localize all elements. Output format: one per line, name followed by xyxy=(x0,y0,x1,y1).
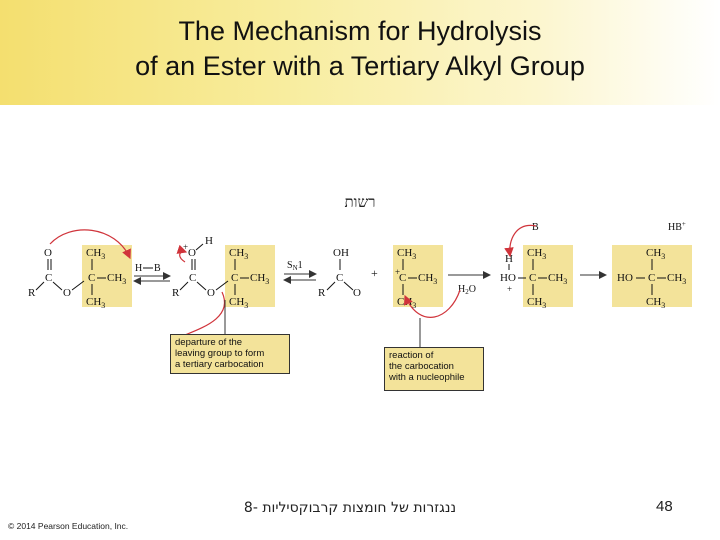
curved-arrow-1 xyxy=(49,229,131,260)
molecule-alcohol: CH3 HO C CH3 CH3 xyxy=(617,247,686,310)
svg-text:H: H xyxy=(135,263,142,274)
svg-text:CH3: CH3 xyxy=(646,296,665,310)
svg-text:C: C xyxy=(45,272,52,284)
callout-departure: departure of the leaving group to form a… xyxy=(170,334,290,374)
svg-text:R: R xyxy=(318,287,326,299)
svg-text:H2O: H2O xyxy=(458,284,476,296)
highlight-box-3 xyxy=(393,245,443,307)
svg-text:CH3: CH3 xyxy=(229,296,248,310)
svg-text:CH3: CH3 xyxy=(418,272,437,286)
svg-text:CH3: CH3 xyxy=(229,247,248,261)
svg-text:O: O xyxy=(353,287,361,299)
svg-text:O: O xyxy=(63,287,71,299)
svg-text:OH: OH xyxy=(333,247,349,259)
callout-departure-line-2: leaving group to form xyxy=(175,348,265,359)
hebrew-note: רשות xyxy=(344,193,376,211)
molecule-ester: O C R O CH3 C CH3 CH3 xyxy=(28,247,126,310)
svg-text:B: B xyxy=(154,263,161,274)
svg-text:HO: HO xyxy=(617,272,633,284)
sn1-arrow: SN1 xyxy=(283,260,317,284)
molecule-protonated: H O + C R O CH3 C CH3 CH3 xyxy=(172,235,269,310)
equilibrium-arrow-1 xyxy=(133,272,171,285)
curved-arrow-2 xyxy=(176,244,188,263)
page-number: 48 xyxy=(656,498,673,515)
hb-plus: HB+ xyxy=(668,220,686,233)
callout-reaction: reaction of the carbocation with a nucle… xyxy=(384,347,484,391)
svg-text:H: H xyxy=(205,235,213,247)
footer-chapter-text: ננגזרות של חומצות קרבוקסיליות -8 xyxy=(243,500,457,516)
svg-text:C: C xyxy=(189,272,196,284)
highlight-box-5 xyxy=(612,245,692,307)
svg-text:CH3: CH3 xyxy=(250,272,269,286)
molecule-acid: OH C R O xyxy=(318,247,361,299)
callout-departure-line-3: a tertiary carbocation xyxy=(175,359,264,370)
svg-text:O: O xyxy=(188,247,196,259)
svg-text:CH3: CH3 xyxy=(86,247,105,261)
svg-text:CH3: CH3 xyxy=(527,296,546,310)
svg-text:CH3: CH3 xyxy=(527,247,546,261)
callout-departure-line-1: departure of the xyxy=(175,337,243,348)
svg-text:O: O xyxy=(44,247,52,259)
copyright-notice: © 2014 Pearson Education, Inc. xyxy=(8,521,129,531)
svg-text:CH3: CH3 xyxy=(548,272,567,286)
title-banner xyxy=(0,0,720,105)
svg-text:CH3: CH3 xyxy=(107,272,126,286)
svg-text:C: C xyxy=(336,272,343,284)
svg-text:CH3: CH3 xyxy=(397,247,416,261)
svg-text:HO: HO xyxy=(500,272,516,284)
svg-text:H: H xyxy=(505,253,513,265)
water-nucleophile: H2O xyxy=(458,284,476,296)
slide-title: The Mechanism for Hydrolysis of an Ester… xyxy=(0,14,720,84)
curved-arrow-3 xyxy=(177,291,225,339)
svg-text:O: O xyxy=(207,287,215,299)
molecule-oxonium: H HO + CH3 C CH3 CH3 xyxy=(500,247,567,310)
svg-text:R: R xyxy=(172,287,180,299)
svg-text:C: C xyxy=(88,272,95,284)
svg-text:CH3: CH3 xyxy=(86,296,105,310)
plus-sign: + xyxy=(371,266,378,280)
svg-text:CH3: CH3 xyxy=(646,247,665,261)
svg-text:C: C xyxy=(648,272,655,284)
title-line-2: of an Ester with a Tertiary Alkyl Group xyxy=(135,51,585,81)
callout-reaction-line-3: with a nucleophile xyxy=(389,372,465,383)
callout-reaction-line-2: the carbocation xyxy=(389,361,454,372)
svg-text:CH3: CH3 xyxy=(667,272,686,286)
acid-hb: H B xyxy=(135,263,161,274)
curved-arrow-5 xyxy=(504,224,537,258)
base-b: B xyxy=(532,222,539,233)
callout-reaction-line-1: reaction of xyxy=(389,350,434,361)
svg-text:+: + xyxy=(507,284,512,294)
title-line-1: The Mechanism for Hydrolysis xyxy=(178,16,542,46)
svg-text:+: + xyxy=(183,242,188,252)
svg-text:R: R xyxy=(28,287,36,299)
highlight-box-4 xyxy=(523,245,573,307)
svg-text:+: + xyxy=(395,267,400,277)
svg-text:C: C xyxy=(529,272,536,284)
svg-text:C: C xyxy=(231,272,238,284)
svg-text:SN1: SN1 xyxy=(287,260,303,272)
highlight-box-2 xyxy=(225,245,275,307)
curved-arrow-4 xyxy=(404,289,461,318)
svg-text:C: C xyxy=(399,272,406,284)
